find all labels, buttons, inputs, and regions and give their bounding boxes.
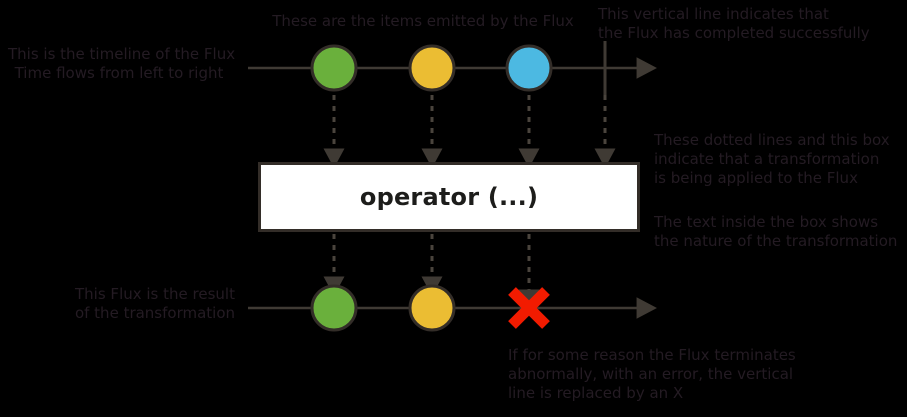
- marble-source-yellow: [408, 44, 456, 92]
- annotation-transformation: These dotted lines and this box indicate…: [654, 131, 890, 187]
- annotation-completion: This vertical line indicates that the Fl…: [598, 5, 870, 42]
- source-timeline-group: [248, 41, 657, 96]
- result-timeline-group: [248, 284, 657, 332]
- transform-out-arrows: [323, 234, 540, 309]
- transform-in-arrows: [323, 95, 616, 168]
- annotation-items: These are the items emitted by the Flux: [272, 12, 574, 30]
- marble-result-yellow: [408, 284, 456, 332]
- marble-result-green: [310, 284, 358, 332]
- annotation-box-text: The text inside the box shows the nature…: [654, 213, 898, 250]
- annotation-error: If for some reason the Flux terminates a…: [508, 346, 796, 402]
- marble-source-green: [310, 44, 358, 92]
- annotation-timeline: This is the timeline of the Flux Time fl…: [8, 45, 236, 82]
- marble-source-blue: [505, 44, 553, 92]
- operator-box-label: operator (...): [359, 183, 539, 211]
- operator-box[interactable]: [258, 162, 640, 232]
- annotation-result: This Flux is the result of the transform…: [74, 285, 236, 322]
- error-cross-icon: [508, 287, 550, 329]
